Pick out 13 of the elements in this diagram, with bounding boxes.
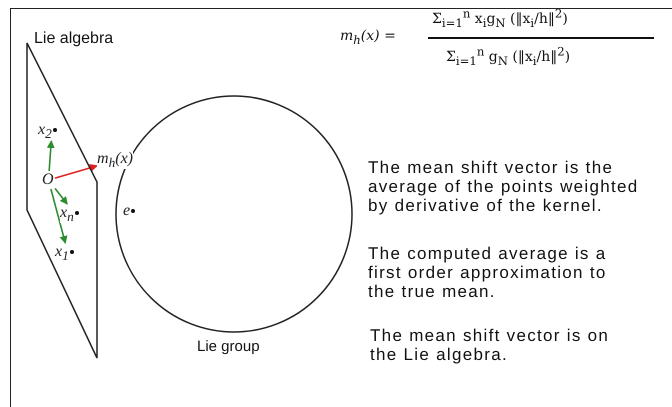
- arrow: [50, 188, 68, 244]
- plane-label: Lie algebra: [34, 30, 114, 48]
- note-text: The computed average is a first order approximation to the true mean.: [368, 244, 608, 301]
- formula-denominator: Σ$_{i=1}$$^{n}$ g$_{N}$ (‖x$_{i}$/h‖$^{2}$): [446, 44, 570, 68]
- formula-numerator: Σ$_{i=1}$$^{n}$ x$_{i}$g$_{N}$ (‖x$_{i}$/h‖$^{2}$): [432, 6, 568, 30]
- group-label: Lie group: [197, 338, 260, 355]
- arrow: [54, 164, 98, 179]
- arrow: [46, 140, 55, 172]
- formula-lhs: m$_{h}$(x) =: [340, 28, 396, 47]
- note-text: The mean shift vector is on the Lie algebra.: [370, 326, 610, 364]
- point-label: m$_{h}$(x): [97, 150, 133, 170]
- note-text: The mean shift vector is the average of the points weighted by derivative of the kernel.: [368, 158, 640, 215]
- arrow: [54, 188, 68, 205]
